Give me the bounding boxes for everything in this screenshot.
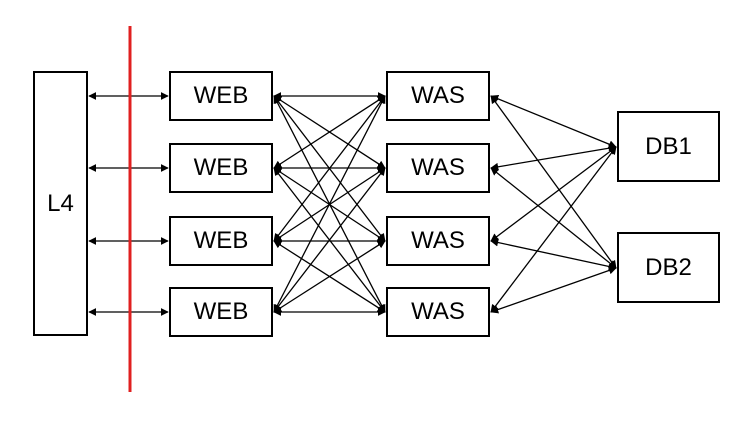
was-label: WAS xyxy=(411,82,465,109)
was-label: WAS xyxy=(411,227,465,254)
was-server-box-4: WAS xyxy=(386,287,490,337)
database-box-1: DB1 xyxy=(617,111,720,182)
db-label: DB1 xyxy=(645,132,692,160)
was-server-box-1: WAS xyxy=(386,71,490,121)
was-db-arrow xyxy=(490,146,617,313)
web-server-box-3: WEB xyxy=(169,216,273,266)
was-db-arrow xyxy=(490,146,617,242)
was-server-box-2: WAS xyxy=(386,143,490,193)
was-label: WAS xyxy=(411,154,465,181)
web-server-box-2: WEB xyxy=(169,143,273,193)
web-label: WEB xyxy=(193,298,249,325)
web-label: WEB xyxy=(193,82,249,109)
was-db-arrow xyxy=(490,144,617,171)
web-server-box-1: WEB xyxy=(169,71,273,121)
database-box-2: DB2 xyxy=(617,232,720,303)
web-was-arrow xyxy=(273,240,386,313)
web-label: WEB xyxy=(193,227,249,254)
db-label: DB2 xyxy=(645,253,692,281)
web-server-box-4: WEB xyxy=(169,287,273,337)
l4-label: L4 xyxy=(47,189,74,217)
was-db-arrow xyxy=(490,266,617,314)
was-label: WAS xyxy=(411,298,465,325)
was-db-arrow xyxy=(490,238,617,271)
web-label: WEB xyxy=(193,154,249,181)
was-server-box-3: WAS xyxy=(386,216,490,266)
l4-load-balancer-box: L4 xyxy=(33,71,88,336)
connection-arrows xyxy=(88,92,617,316)
